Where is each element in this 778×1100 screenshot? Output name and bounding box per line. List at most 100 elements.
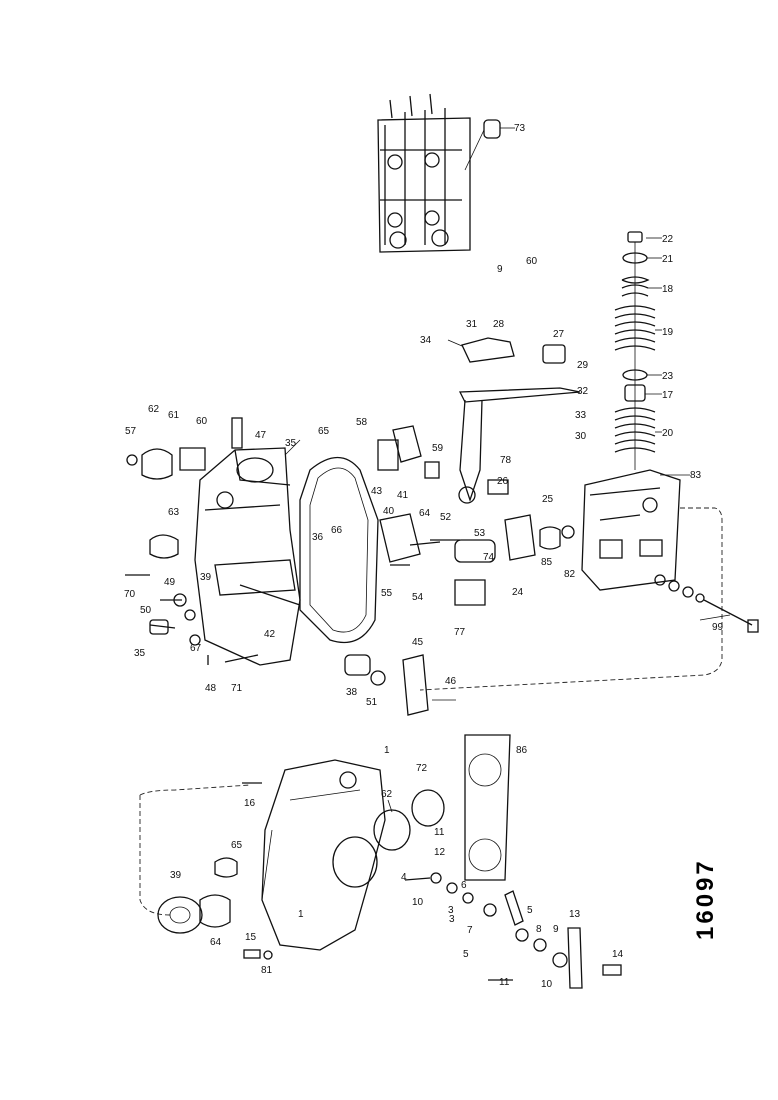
callout: 60 — [526, 256, 538, 267]
callout: 14 — [612, 949, 624, 960]
lever-assembly-bottom — [404, 872, 622, 989]
bolt-99 — [654, 574, 759, 633]
callout: 23 — [662, 371, 674, 382]
callout: 26 — [497, 476, 509, 487]
callout: 1 — [384, 745, 390, 756]
callout: 52 — [440, 512, 452, 523]
main-housing-1 — [139, 759, 386, 951]
callout: 71 — [231, 683, 243, 694]
callout: 65 — [318, 426, 330, 437]
gasket-65 — [299, 457, 379, 644]
callout: 55 — [381, 588, 393, 599]
governor-cover-83 — [419, 469, 723, 691]
plug-73 — [464, 119, 515, 171]
callout: 59 — [432, 443, 444, 454]
callout: 62 — [381, 789, 393, 800]
linkage-parts-center — [377, 337, 581, 606]
callout: 16 — [244, 798, 256, 809]
callout: 67 — [190, 643, 202, 654]
callout: 6 — [461, 880, 467, 891]
pump-housing-cutaway — [377, 93, 471, 253]
callout: 81 — [261, 965, 273, 976]
callout: 42 — [264, 629, 276, 640]
callout: 33 — [575, 410, 587, 421]
callout: 31 — [466, 319, 478, 330]
callout: 78 — [500, 455, 512, 466]
callout: 3 — [449, 914, 455, 925]
callout: 10 — [412, 897, 424, 908]
callout: 35 — [134, 648, 146, 659]
callout: 99 — [712, 622, 724, 633]
callout: 9 — [553, 924, 559, 935]
seals-62-72 — [373, 789, 445, 851]
callout: 10 — [541, 979, 553, 990]
governor-housing-35 — [194, 439, 301, 666]
callout: 27 — [553, 329, 565, 340]
callout: 39 — [170, 870, 182, 881]
callout: 39 — [200, 572, 212, 583]
callout: 11 — [499, 977, 510, 988]
callout: 21 — [662, 254, 674, 265]
callout: 65 — [231, 840, 243, 851]
small-parts-left-upper — [125, 417, 259, 665]
callout: 9 — [497, 264, 503, 275]
callout: 74 — [483, 552, 495, 563]
callouts: 73 22 21 9 60 18 31 28 34 27 19 29 23 17… — [124, 123, 724, 990]
callout: 51 — [366, 697, 378, 708]
callout: 20 — [662, 428, 674, 439]
gasket-86 — [464, 734, 511, 881]
callout: 49 — [164, 577, 176, 588]
callout: 36 — [312, 532, 324, 543]
callout: 29 — [577, 360, 589, 371]
callout: 58 — [356, 417, 368, 428]
callout: 13 — [569, 909, 581, 920]
bracket-45 — [344, 654, 456, 716]
callout: 5 — [463, 949, 469, 960]
callout: 25 — [542, 494, 554, 505]
callout: 82 — [564, 569, 576, 580]
callout: 46 — [445, 676, 457, 687]
callout: 64 — [419, 508, 431, 519]
spring-stack — [614, 231, 662, 470]
callout: 38 — [346, 687, 358, 698]
callout: 8 — [536, 924, 542, 935]
callout: 3 — [448, 905, 454, 916]
callout: 11 — [434, 827, 445, 838]
parts-bottom-left — [157, 782, 273, 960]
callout: 22 — [662, 234, 674, 245]
callout: 28 — [493, 319, 505, 330]
callout: 34 — [420, 335, 432, 346]
callout: 60 — [196, 416, 208, 427]
callout: 45 — [412, 637, 424, 648]
callout: 70 — [124, 589, 136, 600]
callout: 47 — [255, 430, 267, 441]
callout: 57 — [125, 426, 137, 437]
callout: 7 — [467, 925, 473, 936]
callout: 32 — [577, 386, 589, 397]
callout: 40 — [383, 506, 395, 517]
callout: 24 — [512, 587, 524, 598]
drawing-number: 16097 — [692, 858, 719, 940]
callout: 72 — [416, 763, 428, 774]
callout: 4 — [401, 872, 407, 883]
callout: 15 — [245, 932, 257, 943]
callout: 43 — [371, 486, 383, 497]
callout: 53 — [474, 528, 486, 539]
callout: 30 — [575, 431, 587, 442]
callout: 63 — [168, 507, 180, 518]
callout: 5 — [527, 905, 533, 916]
callout: 77 — [454, 627, 466, 638]
callout: 61 — [168, 410, 180, 421]
callout: 85 — [541, 557, 553, 568]
callout: 62 — [148, 404, 160, 415]
callout: 18 — [662, 284, 674, 295]
callout: 50 — [140, 605, 152, 616]
callout: 35 — [285, 438, 297, 449]
callout: 66 — [331, 525, 343, 536]
callout: 41 — [397, 490, 409, 501]
callout: 48 — [205, 683, 217, 694]
callout: 12 — [434, 847, 446, 858]
callout: 54 — [412, 592, 424, 603]
callout: 17 — [662, 390, 674, 401]
